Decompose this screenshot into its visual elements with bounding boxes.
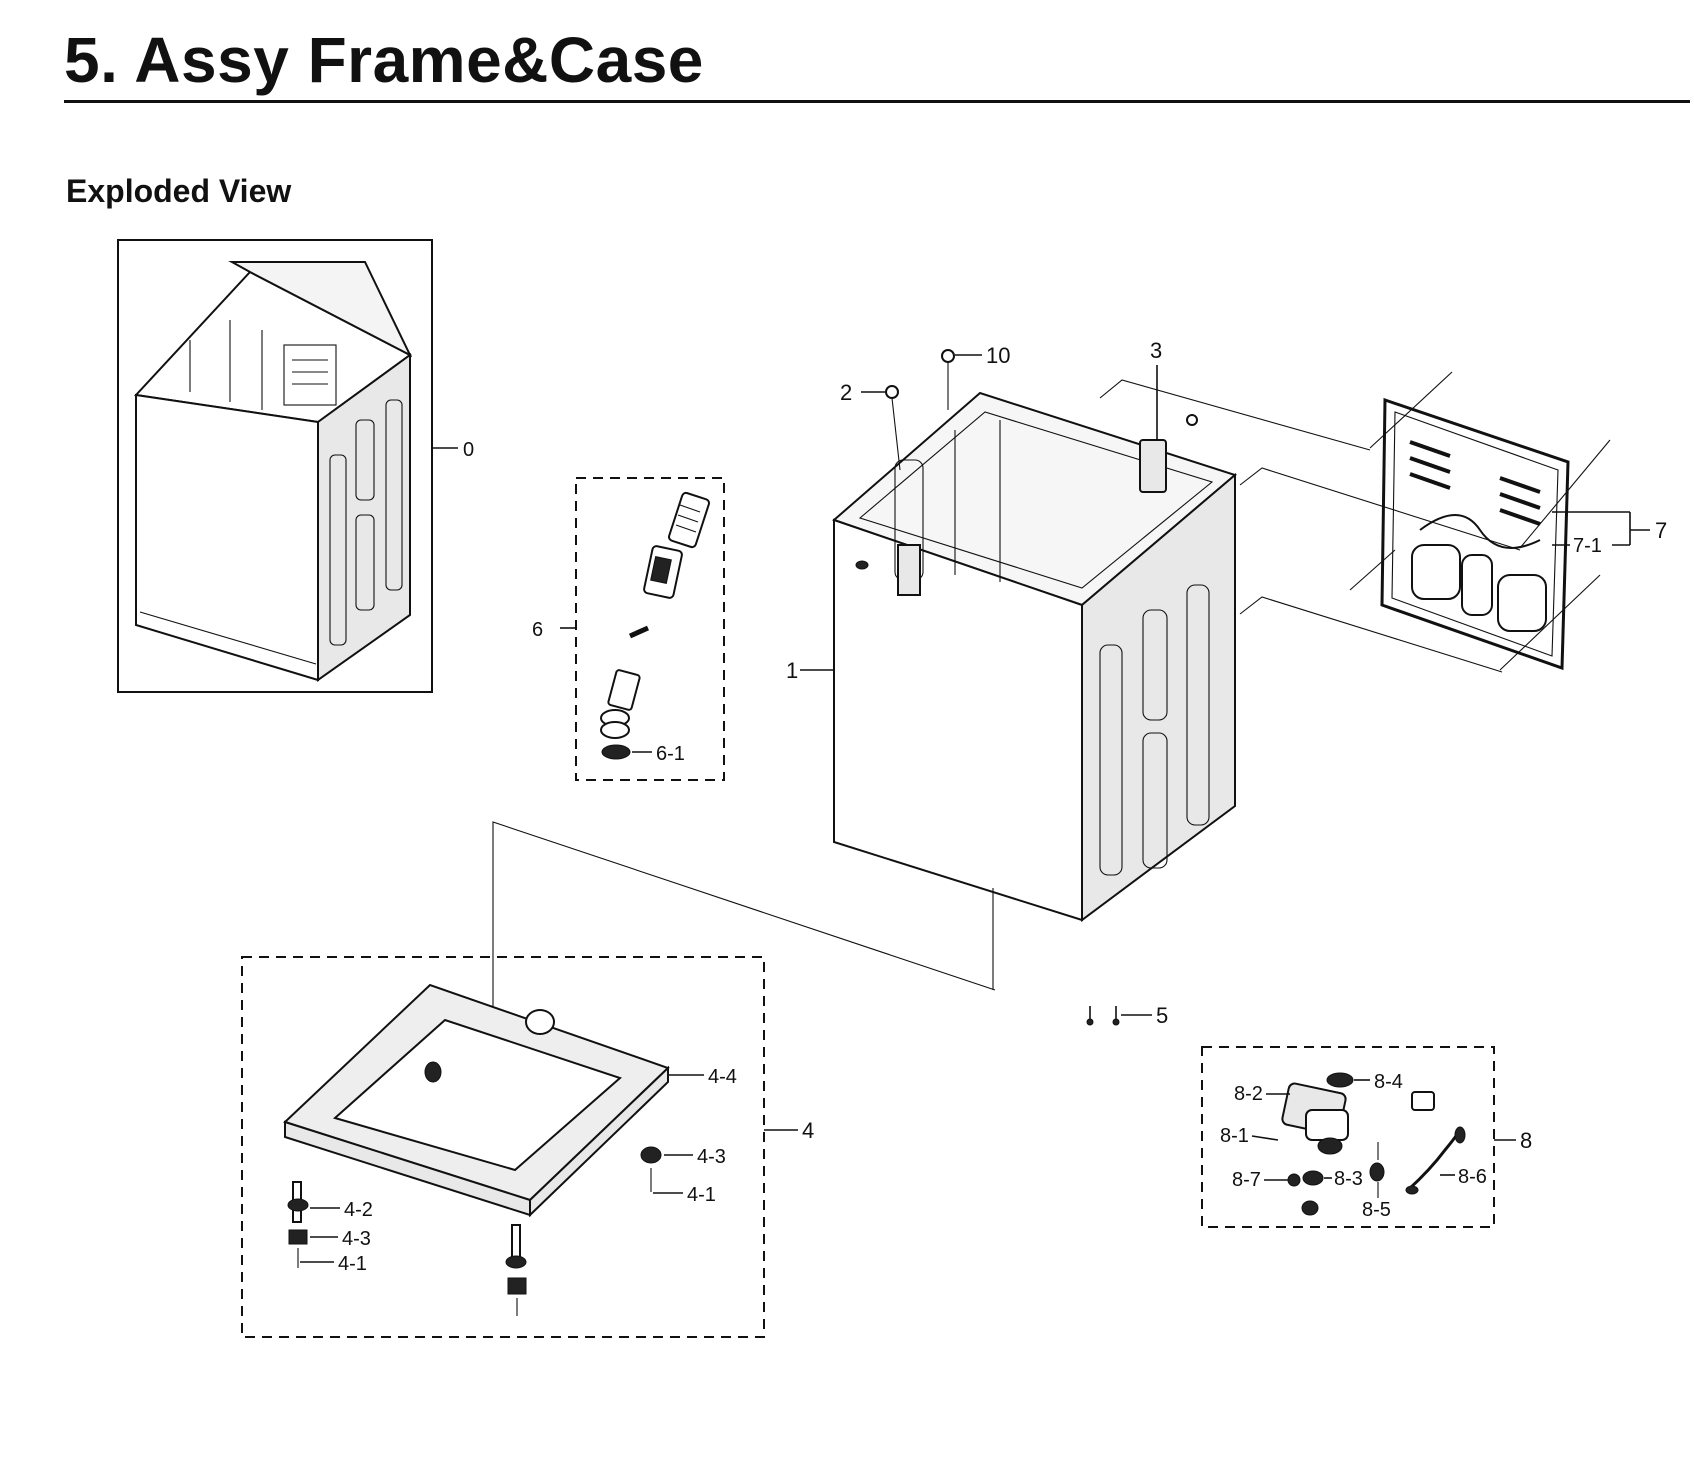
- callout-3: 3: [1150, 338, 1162, 363]
- callout-0: 0: [463, 439, 474, 461]
- part-4-base-group: 4-4 4-3 4-1 4-2 4-3 4-1 4: [241, 821, 996, 1338]
- group-4-dashed-box: [241, 956, 765, 1338]
- callout-4-3-left: 4-3: [342, 1228, 371, 1250]
- callout-6-1: 6-1: [656, 743, 685, 765]
- callout-8-6: 8-6: [1458, 1166, 1487, 1188]
- callout-8: 8: [1520, 1128, 1532, 1153]
- assembled-view-frame: [117, 239, 433, 693]
- callout-7-1: 7-1: [1573, 535, 1602, 557]
- callout-4: 4: [802, 1118, 814, 1143]
- top-fasteners: 2 10 3: [840, 338, 1198, 471]
- callout-4-1-left: 4-1: [338, 1253, 367, 1275]
- callout-4-1-right: 4-1: [687, 1184, 716, 1206]
- assembled-cabinet-view: 0: [117, 239, 474, 693]
- callout-4-4: 4-4: [708, 1066, 737, 1088]
- callout-4-2: 4-2: [344, 1199, 373, 1221]
- callout-1: 1: [786, 658, 798, 683]
- callout-8-1: 8-1: [1220, 1125, 1249, 1147]
- group-8-dashed-box: [1201, 1046, 1495, 1228]
- callout-5: 5: [1156, 1003, 1168, 1028]
- part-1-cabinet: 1: [786, 391, 1238, 922]
- callout-8-2: 8-2: [1234, 1083, 1263, 1105]
- callout-8-7: 8-7: [1232, 1169, 1261, 1191]
- part-8-valve-group: 8-2 8-4 8-1 8-7 8-3 8-5 8-6 8: [1201, 1046, 1532, 1228]
- title-rule: [64, 100, 1690, 103]
- callout-8-5: 8-5: [1362, 1199, 1391, 1221]
- part-3-body: [1139, 439, 1167, 493]
- section-heading: Exploded View: [66, 173, 292, 209]
- page-title: 5. Assy Frame&Case: [64, 24, 704, 96]
- callout-7: 7: [1655, 518, 1667, 543]
- part-7-back-panel: 7 7-1: [1099, 371, 1667, 673]
- callout-8-4: 8-4: [1374, 1071, 1403, 1093]
- group-6-dashed-box: [575, 477, 725, 781]
- part-6-hose-group: 6 6-1: [532, 477, 725, 781]
- part-5-screws: 5: [1086, 1003, 1168, 1028]
- callout-4-3-right: 4-3: [697, 1146, 726, 1168]
- callout-6: 6: [532, 619, 543, 641]
- callout-10: 10: [986, 343, 1010, 368]
- callout-8-3: 8-3: [1334, 1168, 1363, 1190]
- callout-2: 2: [840, 380, 852, 405]
